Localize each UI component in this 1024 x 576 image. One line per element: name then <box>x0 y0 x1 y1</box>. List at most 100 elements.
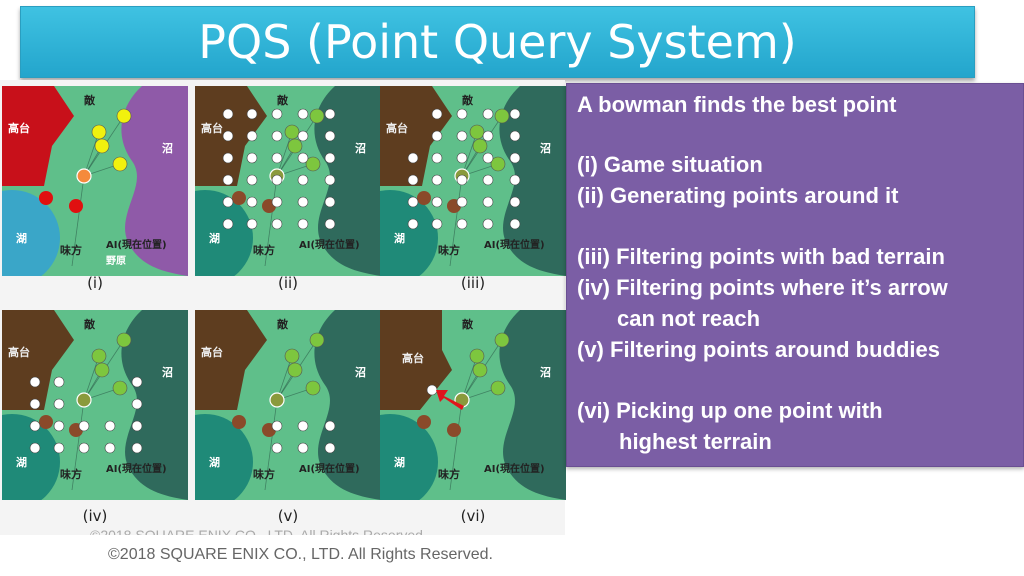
panel-caption: (v) <box>277 507 299 525</box>
candidate-point <box>324 152 336 164</box>
candidate-point <box>324 174 336 186</box>
candidate-point <box>482 152 494 164</box>
enemy-unit <box>494 332 510 348</box>
ghost-copyright: ©2018 SQUARE ENIX CO., LTD. All Rights R… <box>90 527 427 535</box>
description-line: highest terrain <box>619 429 772 454</box>
label-lake: 湖 <box>394 455 405 469</box>
label-high-ground: 高台 <box>201 345 223 359</box>
label-high-ground: 高台 <box>8 121 30 135</box>
enemy-unit <box>116 108 132 124</box>
candidate-point <box>222 130 234 142</box>
enemy-unit <box>287 362 303 378</box>
label-enemy: 敵 <box>462 93 474 107</box>
enemy-unit <box>469 124 485 140</box>
lake-area <box>195 414 253 500</box>
description-line: (iv) Filtering points where it’s arrow <box>577 275 948 300</box>
candidate-point <box>324 442 336 454</box>
candidate-point <box>324 218 336 230</box>
label-lake: 湖 <box>16 231 27 245</box>
candidate-point <box>222 108 234 120</box>
candidate-point <box>131 398 143 410</box>
label-high-ground: 高台 <box>201 121 223 135</box>
label-ai: AI(現在位置) <box>106 238 167 251</box>
candidate-point <box>431 108 443 120</box>
label-ally: 味方 <box>60 467 82 481</box>
enemy-unit <box>472 362 488 378</box>
candidate-point <box>456 108 468 120</box>
label-lake: 湖 <box>209 231 220 245</box>
candidate-point <box>297 442 309 454</box>
enemy-unit <box>91 124 107 140</box>
candidate-point <box>297 108 309 120</box>
ai-unit <box>76 168 92 184</box>
enemy-unit <box>94 138 110 154</box>
panel-caption: (vi) <box>460 507 486 525</box>
selection-arrow <box>436 390 464 410</box>
high-ground-area <box>380 310 452 410</box>
candidate-point <box>271 174 283 186</box>
candidate-point <box>246 152 258 164</box>
candidate-point <box>271 442 283 454</box>
enemy-unit <box>112 156 128 172</box>
description-box: A bowman finds the best point (i) Game s… <box>566 83 1024 467</box>
label-swamp: 沼 <box>540 141 551 155</box>
panel-caption: (iii) <box>460 274 486 292</box>
candidate-point <box>407 174 419 186</box>
candidate-point <box>222 196 234 208</box>
label-ally: 味方 <box>60 243 82 257</box>
candidate-point <box>509 152 521 164</box>
lake-area <box>380 414 438 500</box>
label-ai: AI(現在位置) <box>106 462 167 475</box>
candidate-point <box>482 196 494 208</box>
candidate-point <box>53 420 65 432</box>
description-line: can not reach <box>617 306 761 331</box>
swamp-area <box>499 310 566 500</box>
candidate-point <box>431 196 443 208</box>
candidate-point <box>29 442 41 454</box>
ally-unit <box>39 415 53 429</box>
label-ally: 味方 <box>438 243 460 257</box>
candidate-point <box>53 376 65 388</box>
label-enemy: 敵 <box>462 317 474 331</box>
panel-caption: (ii) <box>277 274 299 292</box>
label-field: 野原 <box>106 255 126 267</box>
candidate-point <box>456 130 468 142</box>
label-swamp: 沼 <box>355 365 366 379</box>
candidate-point <box>271 152 283 164</box>
candidate-point <box>431 174 443 186</box>
candidate-point <box>53 398 65 410</box>
label-swamp: 沼 <box>162 141 173 155</box>
candidate-point <box>131 442 143 454</box>
high-ground-area <box>2 310 74 410</box>
copyright-notice: ©2018 SQUARE ENIX CO., LTD. All Rights R… <box>108 546 493 563</box>
candidate-point <box>29 398 41 410</box>
ally-unit <box>447 423 461 437</box>
title-bar: PQS (Point Query System) <box>20 6 975 78</box>
sight-line <box>83 131 100 177</box>
candidate-point <box>131 376 143 388</box>
candidate-point <box>509 196 521 208</box>
candidate-point <box>246 130 258 142</box>
sight-line <box>71 175 85 267</box>
enemy-unit <box>305 156 321 172</box>
sight-line <box>449 175 463 267</box>
enemy-unit <box>309 108 325 124</box>
description-heading: A bowman finds the best point <box>577 92 897 117</box>
enemy-unit <box>284 348 300 364</box>
candidate-point <box>431 152 443 164</box>
lake-area <box>2 414 60 500</box>
candidate-point <box>456 174 468 186</box>
candidate-point <box>482 174 494 186</box>
candidate-point <box>78 442 90 454</box>
label-swamp: 沼 <box>540 365 551 379</box>
ally-unit <box>417 191 431 205</box>
candidate-point <box>271 196 283 208</box>
candidate-point <box>456 152 468 164</box>
